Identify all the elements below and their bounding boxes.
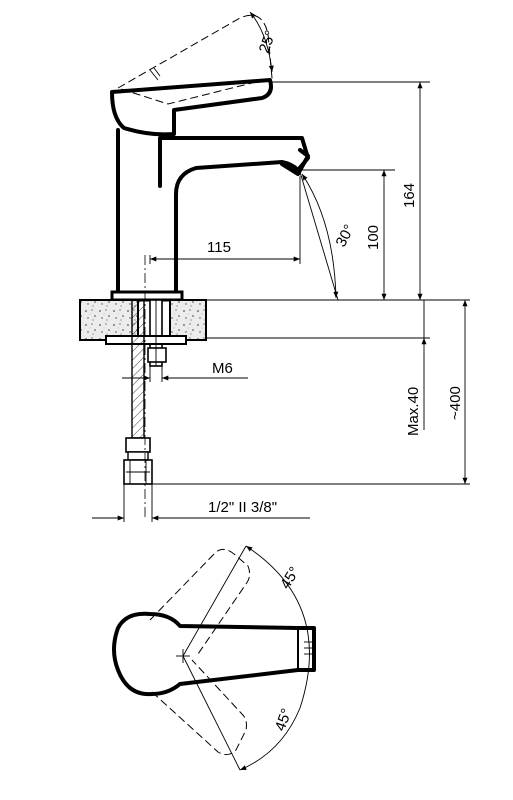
lever-swing-right-outline	[151, 659, 247, 756]
label-total-height: 164	[401, 183, 418, 208]
body-top	[112, 611, 316, 697]
dimension-labels: 25° 30° 115 100 164 M6 Max.40 ~400 1/2" …	[207, 28, 464, 516]
flex-hose	[123, 299, 153, 485]
label-lever-angle: 25°	[256, 28, 280, 55]
label-swing-top: 45°	[277, 564, 303, 592]
side-view	[79, 14, 310, 520]
label-spout-angle: 30°	[333, 222, 359, 250]
label-swing-bottom: 45°	[272, 706, 296, 733]
aerator	[280, 148, 310, 176]
label-spout-reach: 115	[207, 239, 231, 256]
lever-swing-left-outline	[149, 548, 251, 655]
dimension-lines	[92, 11, 470, 522]
base-ring	[110, 290, 184, 302]
countertop-right	[169, 299, 207, 341]
label-spout-height: 100	[365, 225, 382, 250]
countertop-left	[79, 299, 139, 341]
label-max-deck: Max.40	[405, 387, 422, 436]
label-hose-length: ~400	[447, 386, 464, 420]
faucet-body	[116, 128, 310, 296]
lever-handle	[110, 78, 273, 137]
label-stud-thread: M6	[212, 360, 233, 377]
top-view	[112, 545, 316, 771]
swing-arc	[239, 545, 310, 771]
label-hose-connection: 1/2" II 3/8"	[208, 499, 277, 516]
mounting-stud	[105, 299, 187, 367]
